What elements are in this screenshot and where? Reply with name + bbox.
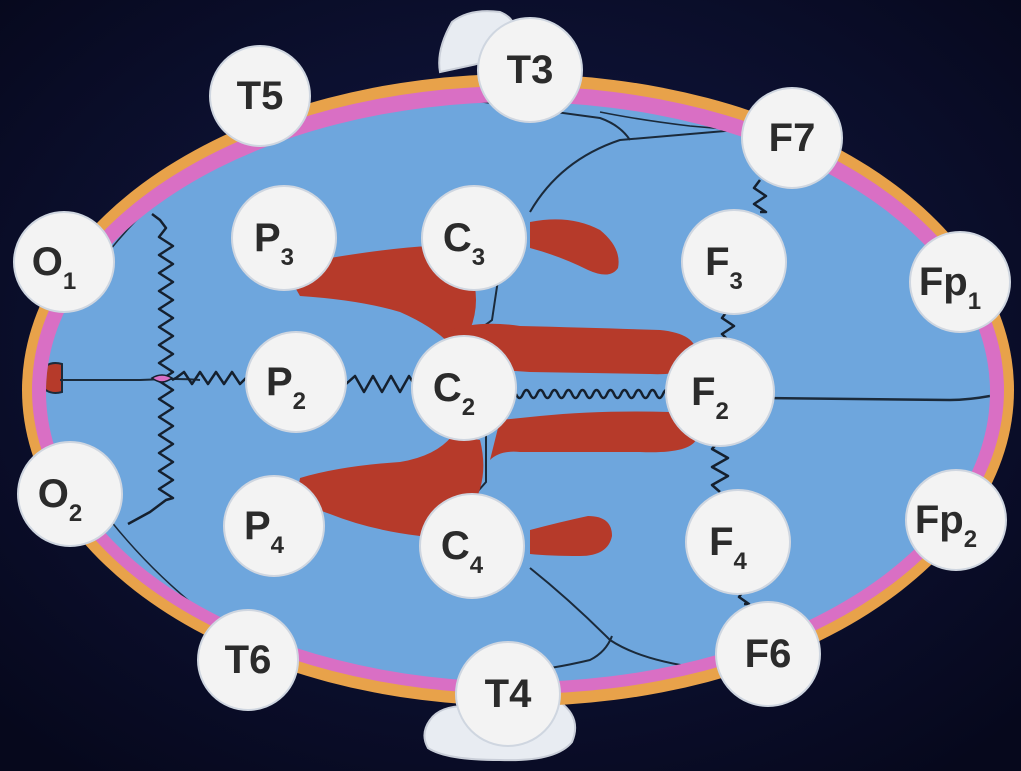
electrode-t5: T5 <box>210 46 310 146</box>
electrode-o2: O2 <box>18 442 122 546</box>
electrode-circle <box>18 442 122 546</box>
electrode-o1: O1 <box>14 212 114 312</box>
electrode-circle <box>666 338 774 446</box>
electrode-fp2: Fp2 <box>906 470 1006 570</box>
electrode-circle <box>422 186 526 290</box>
electrode-circle <box>686 490 790 594</box>
electrode-f4: F4 <box>686 490 790 594</box>
electrode-circle <box>224 476 324 576</box>
electrode-c3: C3 <box>422 186 526 290</box>
electrode-t3: T3 <box>478 18 582 122</box>
electrode-p2: P2 <box>246 332 346 432</box>
midline-suture <box>60 379 200 380</box>
electrode-circle <box>232 186 336 290</box>
electrode-f6: F6 <box>716 602 820 706</box>
electrode-label: T3 <box>507 48 554 92</box>
electrode-f7: F7 <box>742 88 842 188</box>
electrode-label: T4 <box>485 672 532 716</box>
electrode-f3: F3 <box>682 210 786 314</box>
electrode-t4: T4 <box>456 642 560 746</box>
electrode-circle <box>412 336 516 440</box>
electrode-label: T5 <box>237 74 284 118</box>
electrode-p3: P3 <box>232 186 336 290</box>
electrode-p4: P4 <box>224 476 324 576</box>
electrode-circle <box>682 210 786 314</box>
brain-surface <box>46 102 990 682</box>
electrode-t6: T6 <box>198 610 298 710</box>
electrode-label: F6 <box>745 632 792 676</box>
electrode-f2: F2 <box>666 338 774 446</box>
electrode-c2: C2 <box>412 336 516 440</box>
electrode-c4: C4 <box>420 494 524 598</box>
electrode-circle <box>246 332 346 432</box>
electrode-label: T6 <box>225 638 272 682</box>
electrode-circle <box>420 494 524 598</box>
electrode-label: F7 <box>769 116 816 160</box>
electrode-fp1: Fp1 <box>910 232 1010 332</box>
electrode-circle <box>14 212 114 312</box>
